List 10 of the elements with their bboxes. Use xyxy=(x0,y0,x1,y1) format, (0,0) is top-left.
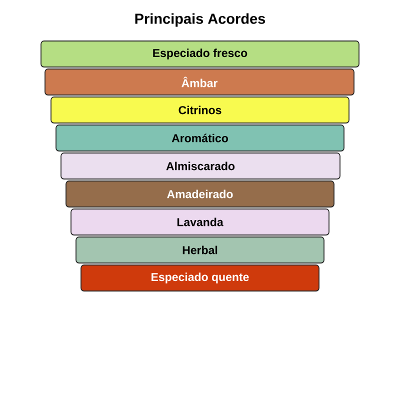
accord-bar: Amadeirado xyxy=(66,180,334,208)
accord-bar: Herbal xyxy=(76,236,324,264)
accord-bar: Âmbar xyxy=(44,68,354,96)
accord-bar: Lavanda xyxy=(70,208,330,236)
accord-bar: Almiscarado xyxy=(60,152,340,180)
accord-bar: Especiado quente xyxy=(80,264,320,292)
accord-bar: Especiado fresco xyxy=(40,40,360,68)
title: Principais Acordes xyxy=(135,13,266,27)
accord-bar: Citrinos xyxy=(50,96,350,124)
accord-bar: Aromático xyxy=(56,124,344,152)
